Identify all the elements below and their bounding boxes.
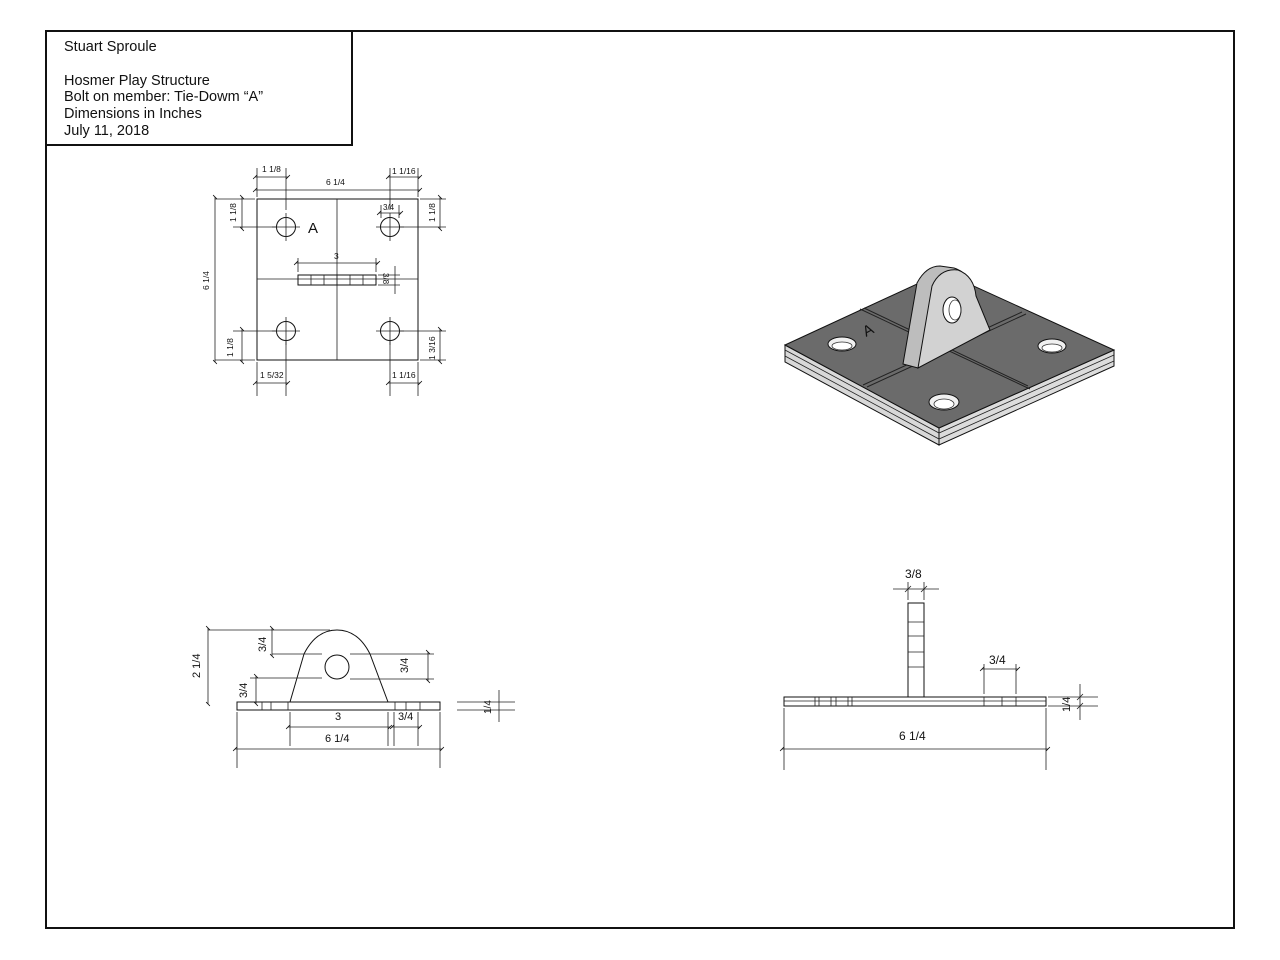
units-note: Dimensions in Inches — [64, 106, 202, 123]
dim-side-plate-thickness: 1/4 — [1061, 697, 1073, 712]
project-name: Hosmer Play Structure — [64, 72, 210, 89]
front-base-plate — [236, 701, 441, 711]
side-view: 3/8 3/4 6 1/4 1/4 — [779, 567, 1098, 770]
sheet-border — [45, 30, 1235, 929]
dim-bottom-left-offset: 1 5/32 — [260, 370, 284, 380]
dim-bottom-right-offset: 1 1/16 — [392, 370, 416, 380]
dim-top-left-offset: 1 1/8 — [262, 164, 281, 174]
dim-hole-size: 3/4 — [383, 203, 395, 212]
plan-view: A 1 1/8 6 1/4 1 1/16 3/4 1 1/8 6 1/4 1 1… — [201, 164, 446, 396]
dim-front-plate-thickness: 1/4 — [483, 700, 494, 714]
dim-tab-length: 3 — [334, 251, 339, 261]
dim-front-overall-width: 6 1/4 — [325, 733, 349, 745]
side-base-plate — [783, 696, 1047, 707]
dim-tab-thickness: 3/8 — [381, 273, 390, 285]
dim-right-top-offset: 1 1/8 — [427, 203, 437, 222]
dim-side-tab-thickness: 3/8 — [905, 567, 922, 581]
dim-left-top-offset: 1 1/8 — [228, 203, 238, 222]
dim-front-hole-dia: 3/4 — [399, 658, 411, 673]
iso-view: A — [783, 265, 1116, 446]
dim-side-offset: 3/4 — [989, 653, 1006, 667]
dim-plan-height: 6 1/4 — [201, 271, 211, 290]
plan-holes — [272, 213, 404, 345]
front-tab — [289, 629, 389, 703]
dim-front-top-to-hole: 3/4 — [257, 637, 269, 652]
author-name: Stuart Sproule — [64, 39, 157, 55]
dim-left-bottom-offset: 1 1/8 — [225, 338, 235, 357]
dim-front-end-offset: 3/4 — [398, 711, 413, 723]
title-block-frame — [46, 31, 353, 146]
dim-plan-width: 6 1/4 — [326, 177, 345, 187]
dim-right-bottom-offset: 1 3/16 — [427, 336, 437, 360]
side-tab — [907, 602, 925, 698]
dim-front-total-height: 2 1/4 — [191, 654, 203, 678]
dim-side-overall-width: 6 1/4 — [899, 729, 926, 743]
drawing-date: July 11, 2018 — [64, 122, 150, 139]
iso-holes — [827, 336, 1067, 411]
dim-front-hole-to-base: 3/4 — [238, 683, 250, 698]
plan-plate-outline — [256, 198, 419, 361]
dim-top-right-offset: 1 1/16 — [392, 166, 416, 176]
title-block: Stuart Sproule Hosmer Play Structure Bol… — [46, 31, 352, 145]
front-tab-hole — [324, 654, 350, 680]
member-name: Bolt on member: Tie-Dowm “A” — [64, 89, 264, 106]
front-view: 2 1/4 3/4 3/4 3/4 3 3/4 6 1/4 1/4 — [191, 625, 515, 768]
plan-mark: A — [308, 220, 318, 237]
dim-front-base-length: 3 — [335, 711, 341, 723]
